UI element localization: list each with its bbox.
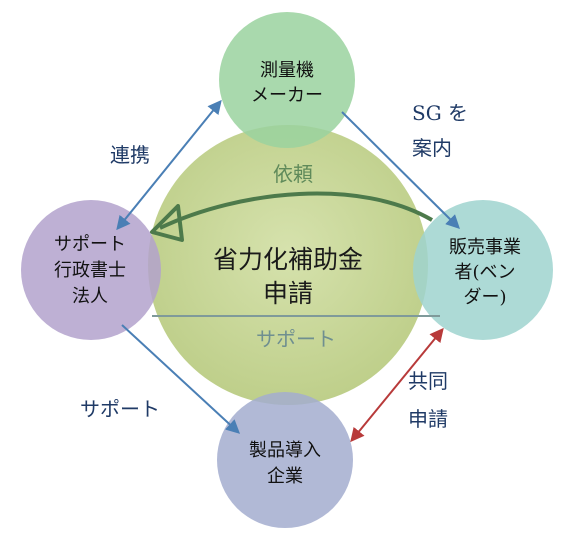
scrivener-label-line1: サポート [54, 234, 126, 255]
support-arrow [121, 324, 241, 434]
sg-guide-arrow [341, 111, 460, 229]
request-label: 依頼 [273, 162, 313, 186]
vendor-circle [413, 200, 553, 340]
request-arrow [159, 191, 434, 230]
joint-apply-label-line1: 共同 [408, 369, 448, 393]
maker-circle [219, 12, 355, 148]
cooperation-arrow [116, 99, 222, 231]
scrivener-circle [21, 200, 161, 340]
vendor-label-line1: 販売事業 [449, 237, 521, 258]
cooperation-label: 連携 [110, 143, 150, 167]
sg-guide-label-line1: SG を [412, 101, 468, 125]
sg-guide-label-line2: 案内 [412, 136, 452, 160]
support-inner-label: サポート [256, 327, 336, 351]
center-title-line1: 省力化補助金 [213, 245, 363, 274]
joint-apply-arrow [350, 327, 444, 443]
company-circle [217, 392, 353, 528]
scrivener-label-line3: 法人 [72, 286, 108, 307]
support-left-label: サポート [80, 397, 160, 421]
company-label-line1: 製品導入 [249, 440, 321, 461]
vendor-label-line2: 者(ベン [454, 262, 515, 283]
maker-label-line2: メーカー [251, 85, 323, 106]
center-title-line2: 申請 [263, 279, 313, 308]
joint-apply-label-line2: 申請 [408, 407, 448, 431]
company-label-line2: 企業 [267, 466, 303, 487]
vendor-label-line3: ダー) [463, 287, 506, 308]
scrivener-label-line2: 行政書士 [54, 260, 126, 281]
request-arrowhead [150, 204, 184, 242]
maker-label-line1: 測量機 [260, 60, 314, 81]
